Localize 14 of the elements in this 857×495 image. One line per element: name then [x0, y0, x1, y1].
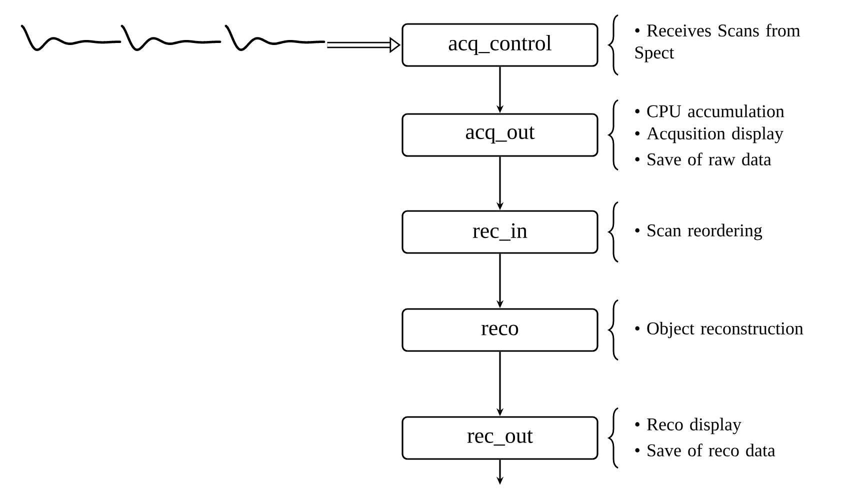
bullet-text: • Save of reco data [635, 444, 776, 456]
process-box: reco [402, 308, 598, 352]
process-box: acq_out [402, 113, 598, 157]
bullet-text: • Scan reordering [635, 224, 762, 240]
bullet-text: • Object reconstruction [635, 322, 804, 338]
process-box: rec_in [402, 210, 598, 254]
bullet-text: • CPU accumulation [635, 104, 784, 118]
waveform-drawing [20, 24, 326, 52]
bullet-text: • Receives Scans from Spect [635, 24, 800, 62]
bullet-text: • Save of raw data [635, 152, 772, 166]
process-box: acq_control [402, 23, 598, 67]
bullet-text: • Reco display [635, 418, 742, 434]
bullet-text: • Acqusition display [635, 126, 784, 144]
process-box: rec_out [402, 416, 598, 460]
